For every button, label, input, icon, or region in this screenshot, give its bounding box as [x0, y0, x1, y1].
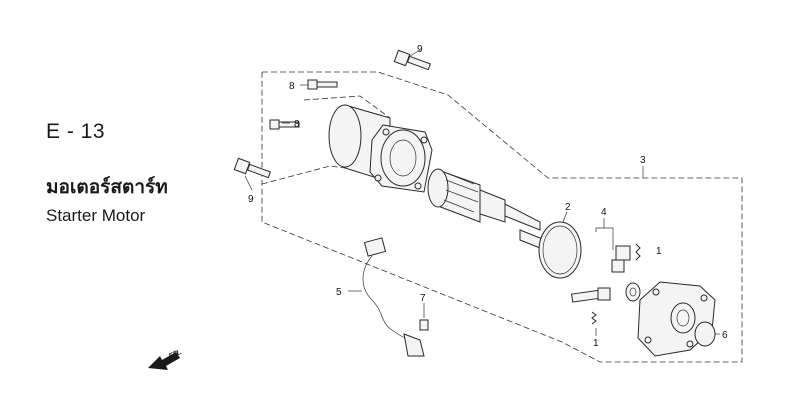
callout-9-lower: 9	[248, 194, 254, 205]
callout-1-upper: 1	[656, 246, 662, 257]
section-title-thai: มอเตอร์สตาร์ท	[46, 177, 168, 198]
callout-8-lower: 8	[294, 119, 300, 130]
o-ring-6	[694, 321, 716, 347]
callout-2: 2	[565, 202, 571, 213]
callout-4: 4	[601, 207, 607, 218]
callout-7: 7	[420, 293, 426, 304]
callout-1-lower: 1	[593, 338, 599, 349]
brush-set	[571, 218, 641, 336]
bearing	[625, 282, 641, 302]
o-ring-2-inner	[542, 225, 578, 275]
callout-8-upper: 8	[289, 81, 295, 92]
section-title-english: Starter Motor	[46, 206, 146, 225]
bolt-9-upper	[393, 49, 432, 71]
starter-cable	[348, 237, 425, 357]
guide-upper	[303, 95, 391, 119]
front-arrow-icon	[148, 352, 180, 370]
callout-9-upper: 9	[417, 44, 423, 55]
leader-2	[562, 211, 568, 223]
o-ring-2	[538, 221, 582, 279]
bolt-8-lower	[269, 119, 300, 130]
bolt-8-upper	[300, 79, 338, 90]
armature	[427, 168, 546, 251]
section-code: E - 13	[46, 120, 106, 143]
motor-case	[328, 104, 433, 193]
guide-lower	[261, 165, 346, 185]
callout-5: 5	[336, 287, 342, 298]
callout-6: 6	[722, 330, 728, 341]
front-label: FR.	[167, 347, 182, 361]
bolt-7	[419, 303, 429, 331]
assembly-outline	[261, 71, 743, 363]
callout-3: 3	[640, 155, 646, 166]
front-direction-indicator: FR.	[148, 347, 183, 370]
bolt-9-lower	[233, 157, 272, 191]
